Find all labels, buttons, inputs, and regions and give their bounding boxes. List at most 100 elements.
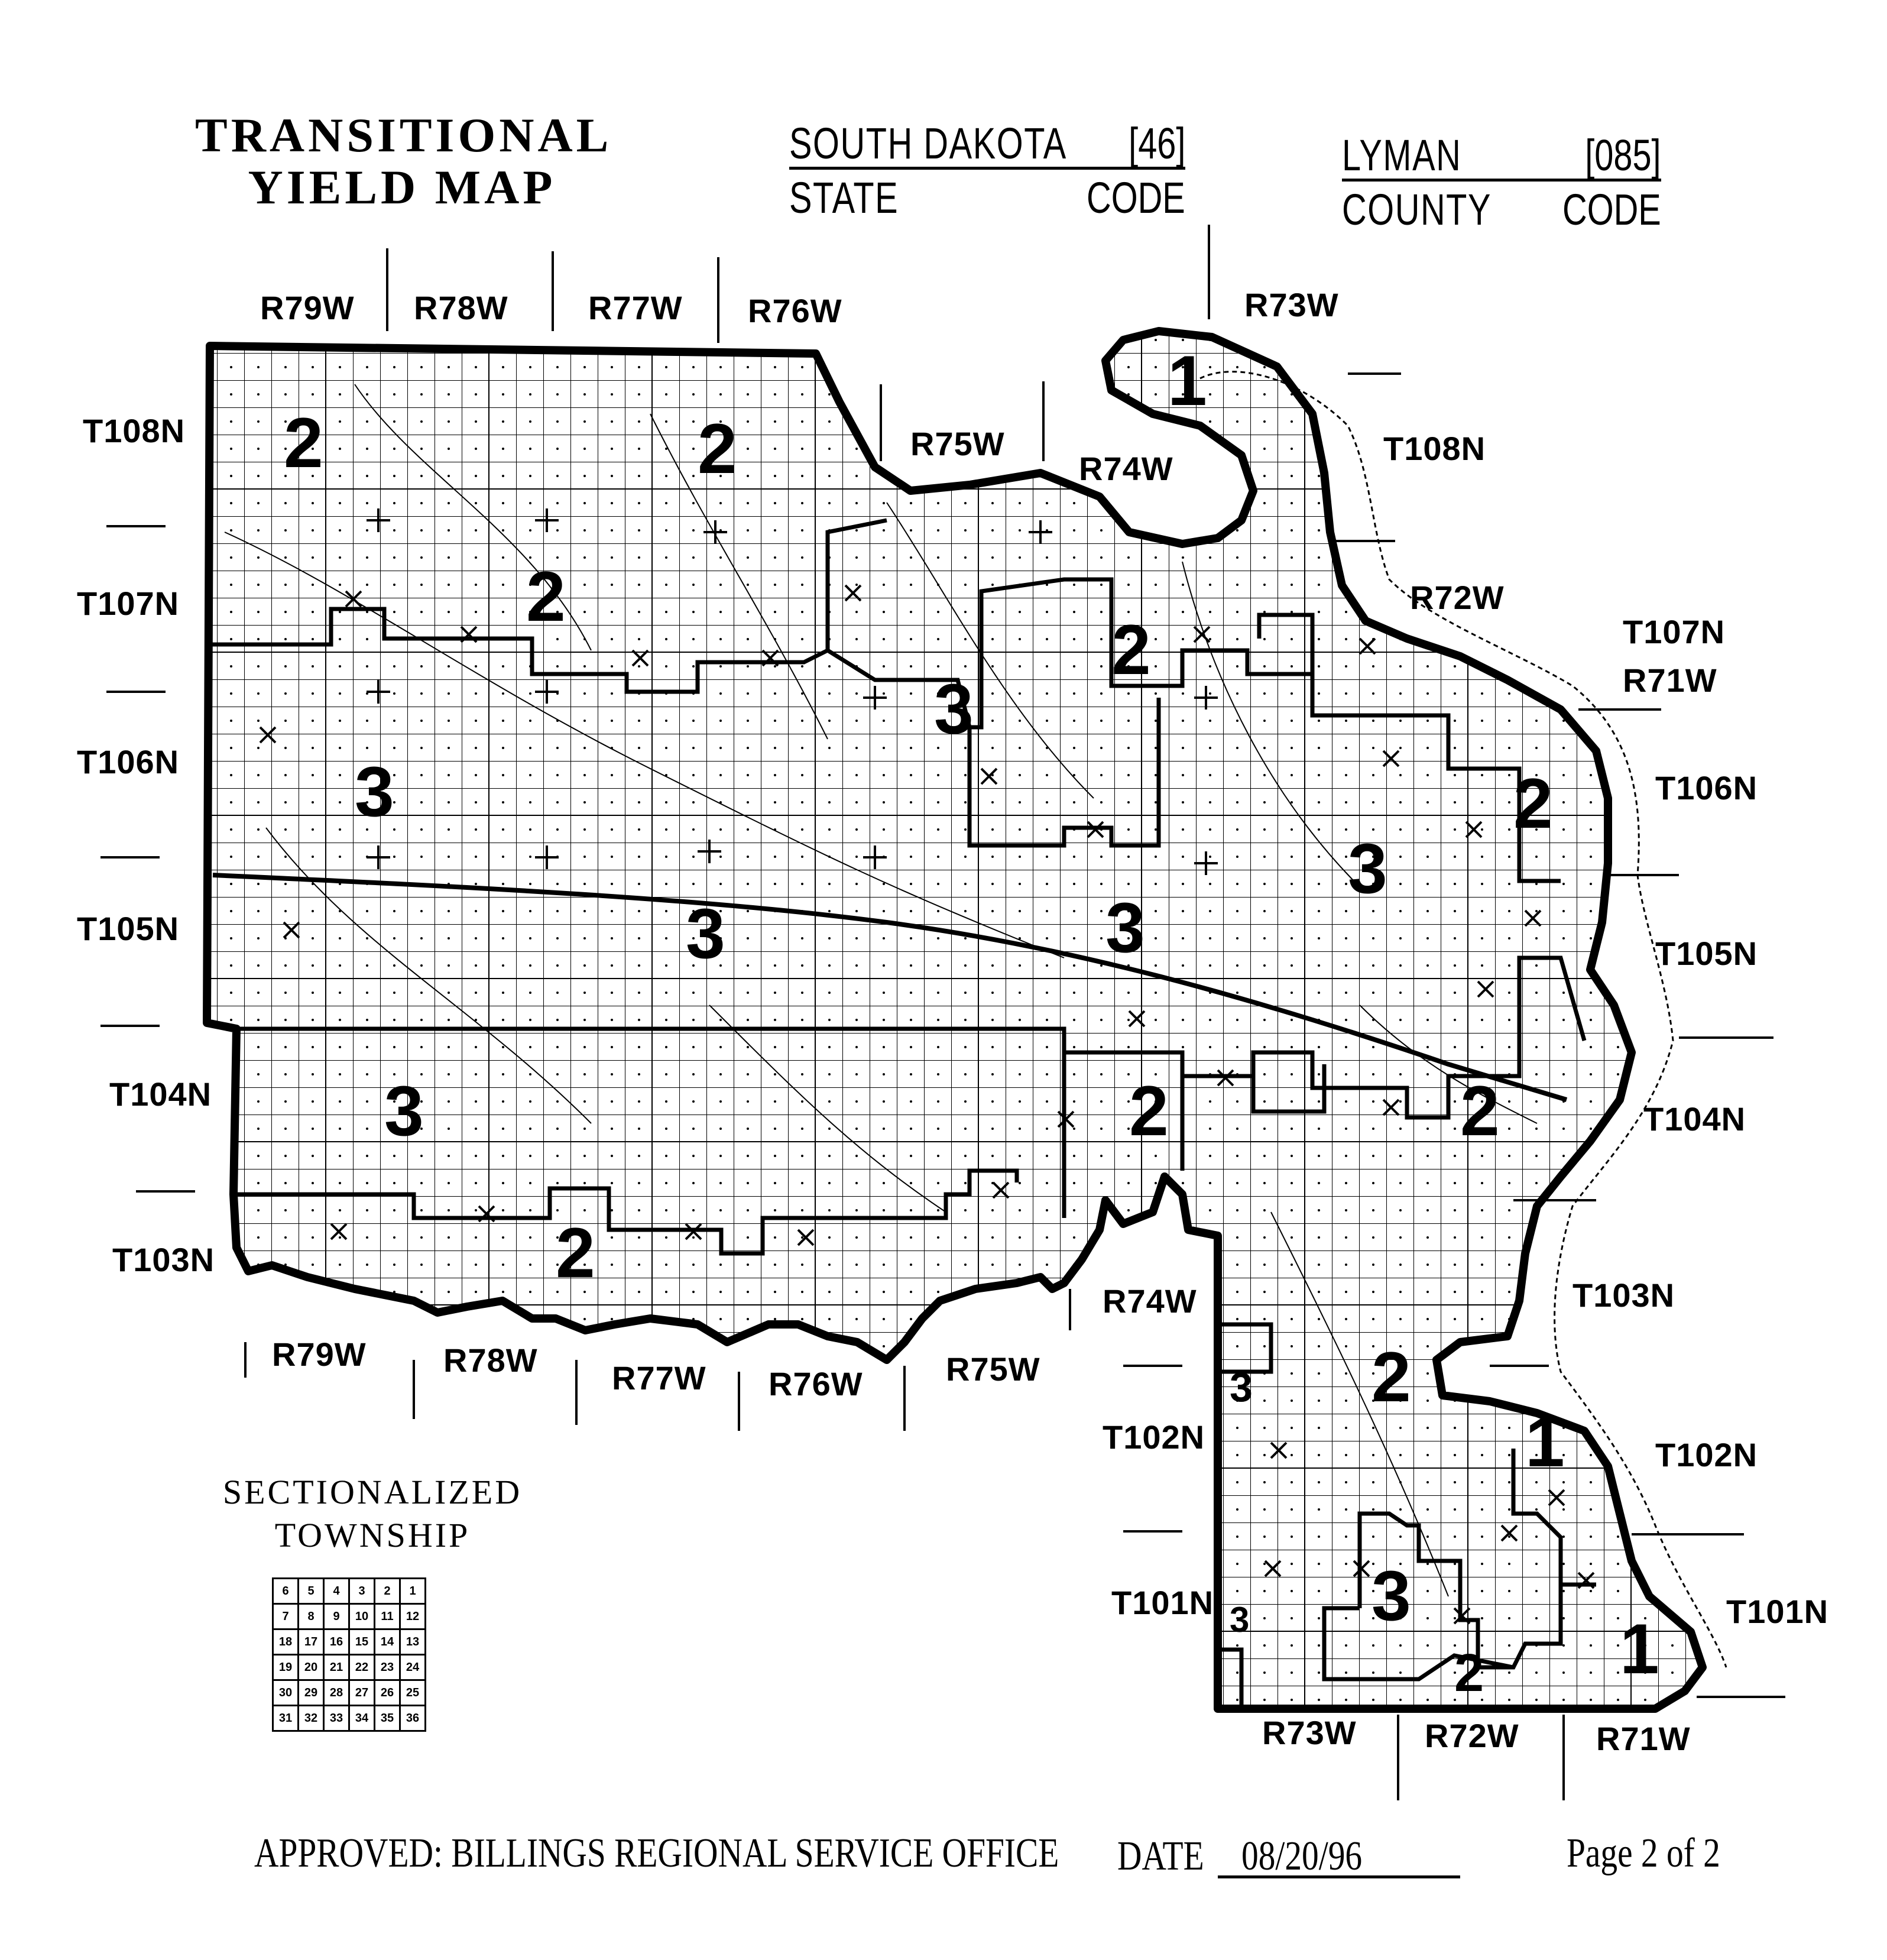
zone-labels: 2 2 2 2 2 2 2 2 2 2 3 3 3 3 3 3 3 3 3 1 … bbox=[284, 341, 1659, 1703]
range-label-bottom: R78W bbox=[443, 1342, 538, 1379]
range-label-top: R76W bbox=[748, 292, 842, 329]
legend-section-cell: 26 bbox=[374, 1679, 401, 1706]
legend-section-cell: 5 bbox=[297, 1577, 325, 1605]
zone-label: 2 bbox=[1513, 764, 1553, 843]
township-label-left: T107N bbox=[77, 585, 180, 622]
state-caption: STATE bbox=[789, 173, 899, 222]
township-label-left: T102N bbox=[1103, 1418, 1205, 1456]
zone-label: 2 bbox=[1454, 1644, 1484, 1703]
legend-section-cell: 33 bbox=[323, 1705, 350, 1732]
date-value: 08/20/96 bbox=[1241, 1833, 1363, 1879]
zone-label: 3 bbox=[934, 669, 974, 749]
legend-section-cell: 22 bbox=[348, 1654, 375, 1681]
legend-section-cell: 17 bbox=[297, 1628, 325, 1656]
legend-section-cell: 20 bbox=[297, 1654, 325, 1681]
range-label-top: R78W bbox=[414, 289, 508, 326]
township-label-left: T106N bbox=[77, 743, 180, 780]
legend-section-cell: 6 bbox=[272, 1577, 299, 1605]
zone-label: 3 bbox=[1230, 1600, 1249, 1640]
range-label-bottom: R79W bbox=[272, 1336, 367, 1373]
township-markers bbox=[259, 508, 1595, 1625]
legend-section-cell: 18 bbox=[272, 1628, 299, 1656]
page-number: Page 2 of 2 bbox=[1567, 1831, 1720, 1876]
legend-section-cell: 11 bbox=[374, 1603, 401, 1630]
zone-label: 1 bbox=[1168, 341, 1207, 420]
legend-section-cell: 4 bbox=[323, 1577, 350, 1605]
legend-section-cell: 8 bbox=[297, 1603, 325, 1630]
range-label-top: R75W bbox=[910, 425, 1005, 462]
legend-section-cell: 30 bbox=[272, 1679, 299, 1706]
range-label-bottom: R77W bbox=[612, 1359, 706, 1397]
range-label-bottom: R72W bbox=[1425, 1717, 1519, 1754]
map-title-line2: YIELD MAP bbox=[248, 160, 556, 214]
zone-label: 2 bbox=[526, 557, 566, 636]
zone-label: 2 bbox=[1372, 1337, 1411, 1417]
township-label-left: T108N bbox=[83, 412, 186, 449]
township-label-right: T101N bbox=[1726, 1593, 1829, 1630]
zone-label: 3 bbox=[686, 894, 725, 973]
state-rule bbox=[789, 167, 1185, 170]
stream-lines bbox=[224, 384, 1538, 1597]
approval-text: APPROVED: BILLINGS REGIONAL SERVICE OFFI… bbox=[254, 1831, 1059, 1876]
range-label-top: R74W bbox=[1079, 450, 1173, 487]
state-name: SOUTH DAKOTA bbox=[789, 119, 1067, 168]
zone-label: 3 bbox=[1348, 829, 1387, 908]
zone-label: 2 bbox=[1129, 1071, 1169, 1151]
zone-label: 2 bbox=[556, 1213, 595, 1292]
township-label-left: T104N bbox=[109, 1075, 212, 1113]
legend-section-cell: 13 bbox=[399, 1628, 426, 1656]
range-label-bottom: R76W bbox=[769, 1365, 863, 1402]
state-code-caption: CODE bbox=[1087, 173, 1185, 222]
legend-title-line1: SECTIONALIZED bbox=[222, 1473, 523, 1511]
range-label-bottom: R73W bbox=[1262, 1714, 1357, 1751]
range-label-bottom: R75W bbox=[946, 1350, 1040, 1388]
township-label-right: T104N bbox=[1643, 1100, 1746, 1138]
township-divider-lines bbox=[100, 225, 1785, 1800]
legend-section-cell: 24 bbox=[399, 1654, 426, 1681]
legend-section-cell: 34 bbox=[348, 1705, 375, 1732]
county-code: [085] bbox=[1585, 131, 1661, 180]
legend-section-cell: 35 bbox=[374, 1705, 401, 1732]
zone-label: 2 bbox=[1460, 1071, 1500, 1151]
range-label-bottom: R74W bbox=[1103, 1282, 1197, 1320]
range-label-top: R73W bbox=[1244, 286, 1339, 323]
river-bank-line bbox=[1199, 371, 1727, 1668]
township-label-left: T101N bbox=[1111, 1584, 1214, 1621]
range-label-bottom: R71W bbox=[1596, 1720, 1691, 1757]
township-label-right: T106N bbox=[1655, 769, 1758, 806]
county-code-caption: CODE bbox=[1562, 185, 1661, 234]
zone-label: 2 bbox=[698, 409, 737, 488]
state-block: SOUTH DAKOTA [46] STATE CODE bbox=[789, 118, 1185, 222]
zone-label: 3 bbox=[1105, 888, 1145, 967]
township-label-right: T103N bbox=[1572, 1277, 1675, 1314]
zone-label: 2 bbox=[1111, 610, 1151, 689]
township-label-left: T103N bbox=[112, 1241, 215, 1278]
legend-section-cell: 28 bbox=[323, 1679, 350, 1706]
legend-section-cell: 7 bbox=[272, 1603, 299, 1630]
zone-label: 1 bbox=[1620, 1609, 1659, 1689]
county-block: LYMAN [085] COUNTY CODE bbox=[1342, 130, 1661, 234]
legend-section-cell: 27 bbox=[348, 1679, 375, 1706]
legend-section-cell: 2 bbox=[374, 1577, 401, 1605]
zone-label: 3 bbox=[1230, 1364, 1253, 1410]
legend-section-cell: 23 bbox=[374, 1654, 401, 1681]
township-label-right: T108N bbox=[1383, 430, 1486, 467]
zone-boundaries bbox=[210, 518, 1596, 1709]
county-outline bbox=[203, 327, 1707, 1713]
legend-title-line2: TOWNSHIP bbox=[274, 1516, 471, 1554]
township-label-right: T107N bbox=[1623, 613, 1726, 650]
legend-section-cell: 36 bbox=[399, 1705, 426, 1732]
legend-section-cell: 25 bbox=[399, 1679, 426, 1706]
zone-label: 1 bbox=[1525, 1402, 1565, 1482]
township-label-right: T102N bbox=[1655, 1436, 1758, 1473]
zone-label: 3 bbox=[355, 752, 394, 831]
legend-section-cell: 16 bbox=[323, 1628, 350, 1656]
county-rule bbox=[1342, 179, 1661, 182]
